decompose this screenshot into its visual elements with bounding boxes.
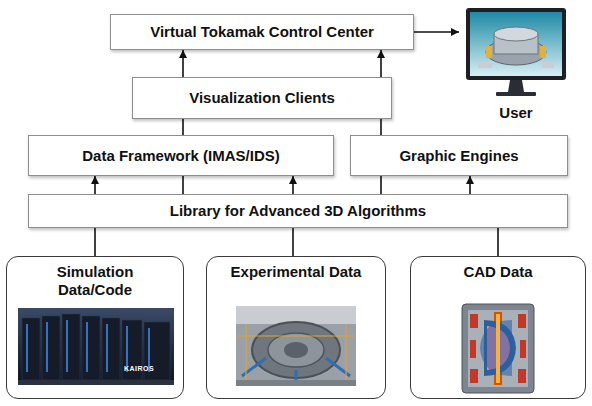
connector-arrow xyxy=(380,119,382,135)
node-label: Library for Advanced 3D Algorithms xyxy=(170,202,426,220)
connector-arrow xyxy=(292,228,294,256)
process-box: Virtual Tokamak Control Center xyxy=(110,14,414,50)
source-panel: CAD Data xyxy=(410,256,586,399)
node-label: Graphic Engines xyxy=(399,147,518,165)
connector-arrow xyxy=(497,228,499,256)
user-icon: User xyxy=(462,4,570,124)
node-label: Data Framework (IMAS/IDS) xyxy=(82,147,280,165)
process-box: Visualization Clients xyxy=(132,77,392,119)
process-box: Library for Advanced 3D Algorithms xyxy=(28,194,568,228)
source-panel: Experimental Data xyxy=(206,256,386,399)
connector-arrow xyxy=(469,176,471,194)
connector-arrow xyxy=(182,50,184,77)
connector-arrow xyxy=(182,119,184,135)
tokamak-hall-photo xyxy=(236,306,356,386)
node-label: CAD Data xyxy=(411,263,585,281)
node-label: Experimental Data xyxy=(207,263,385,281)
supercomputer-photo xyxy=(18,308,174,385)
process-box: Graphic Engines xyxy=(350,135,568,176)
source-panel: Simulation Data/Code xyxy=(6,256,184,399)
connector-arrow xyxy=(380,50,382,77)
cad-cross-section xyxy=(456,302,540,395)
photo-text: KAIROS xyxy=(124,365,154,373)
connector-arrow xyxy=(94,228,96,256)
process-box: Data Framework (IMAS/IDS) xyxy=(28,135,334,176)
node-label: User xyxy=(462,104,570,122)
connector-arrow xyxy=(182,176,184,194)
connector-arrow xyxy=(380,176,382,194)
connector-arrow xyxy=(292,176,294,194)
connector-arrow xyxy=(414,31,459,33)
node-label: Virtual Tokamak Control Center xyxy=(150,23,374,41)
monitor-icon xyxy=(466,6,568,100)
node-label: Simulation Data/Code xyxy=(39,263,151,299)
node-label: Visualization Clients xyxy=(189,89,335,107)
connector-arrow xyxy=(94,176,96,194)
